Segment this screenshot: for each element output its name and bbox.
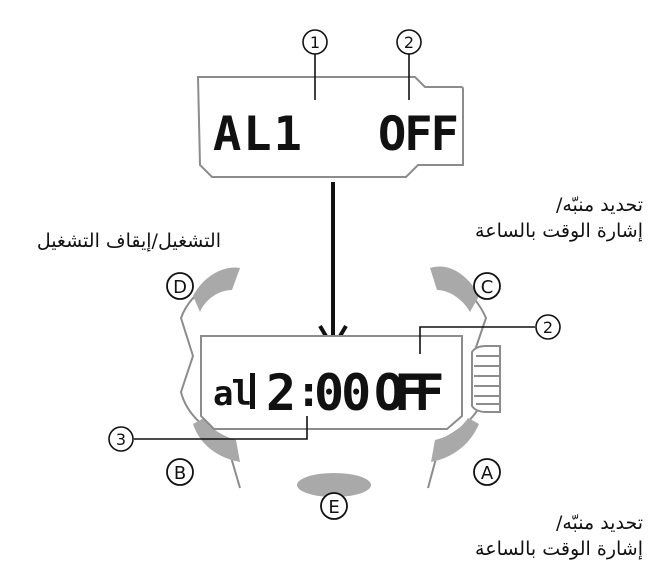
callout-2-top: 2 xyxy=(396,29,422,100)
button-c-letter: C xyxy=(481,277,494,298)
button-d-shape[interactable] xyxy=(193,267,240,312)
button-e-shape[interactable] xyxy=(297,473,371,497)
callout-3: 3 xyxy=(108,416,308,452)
button-d-badge: D xyxy=(166,272,194,300)
callout-2-bottom-number: 2 xyxy=(543,318,553,337)
button-a-shape[interactable] xyxy=(431,418,479,462)
bottom-display-state: OFF xyxy=(374,364,442,422)
bottom-display-colon: : xyxy=(296,367,321,416)
callout-3-leader xyxy=(134,416,308,440)
callout-3-number: 3 xyxy=(116,430,126,449)
button-c-badge: C xyxy=(473,272,501,300)
button-b-letter: B xyxy=(174,463,186,484)
callout-2-bottom-leader xyxy=(419,326,535,354)
top-display-alarm-state: OFF xyxy=(378,107,457,162)
bottom-display-frame xyxy=(200,335,463,430)
bottom-display-minutes: 00 xyxy=(314,364,369,422)
button-b-shape[interactable] xyxy=(193,418,240,462)
button-d-function-label: التشغيل/إيقاف التشغيل xyxy=(36,230,221,252)
callout-2-top-number: 2 xyxy=(404,33,414,52)
top-display: AL1 OFF xyxy=(196,76,464,178)
button-a-badge: A xyxy=(473,458,501,486)
button-c-label-line2: إشارة الوقت بالساعة xyxy=(475,219,643,242)
gray-buttons xyxy=(193,266,479,497)
button-a-letter: A xyxy=(481,463,494,484)
button-c-label-line1: تحديد منبّه/ xyxy=(555,194,643,216)
callout-1: 1 xyxy=(302,29,328,100)
button-a-label-line2: إشارة الوقت بالساعة xyxy=(475,537,643,560)
callout-2-bottom: 2 xyxy=(419,314,561,354)
button-d-letter: D xyxy=(173,277,187,298)
button-c-function-label: تحديد منبّه/ إشارة الوقت بالساعة xyxy=(475,193,643,244)
crown-ridges-icon xyxy=(474,355,500,405)
bottom-display: al 2 : 00 OFF xyxy=(200,335,463,430)
bottom-display-hour: 2 xyxy=(266,364,296,422)
button-c-shape[interactable] xyxy=(430,266,479,312)
button-e-badge: E xyxy=(320,492,348,520)
button-e-letter: E xyxy=(328,497,339,518)
bottom-display-hour-tens-bar xyxy=(250,373,255,409)
top-display-alarm-number: AL1 xyxy=(213,107,304,162)
button-b-badge: B xyxy=(166,458,194,486)
top-display-frame xyxy=(196,76,464,178)
button-a-function-label: تحديد منبّه/ إشارة الوقت بالساعة xyxy=(475,511,643,562)
callout-1-number: 1 xyxy=(310,33,320,52)
transition-arrow xyxy=(318,182,348,352)
button-a-label-line1: تحديد منبّه/ xyxy=(555,512,643,534)
bottom-display-mode: al xyxy=(213,374,250,414)
